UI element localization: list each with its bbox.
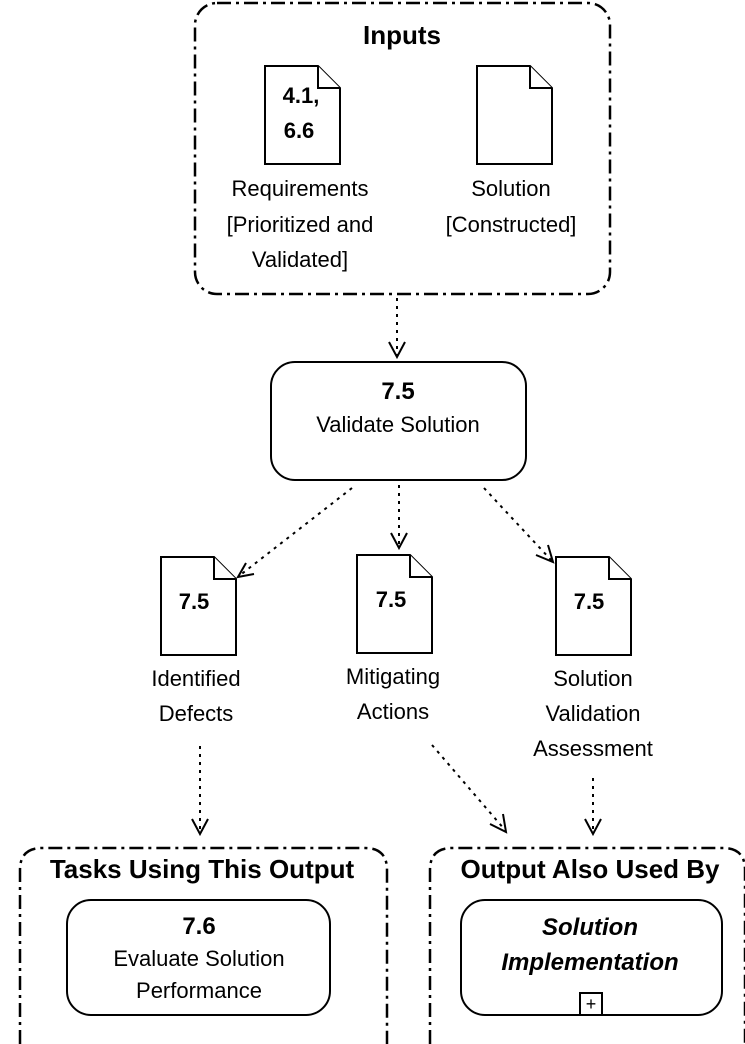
task-name: Validate Solution [316, 412, 480, 437]
inputs-border [193, 1, 612, 296]
solution-implementation-line-1: Solution [542, 914, 638, 941]
defects-label-1: Identified [151, 666, 240, 691]
solution-document-icon[interactable] [476, 65, 553, 165]
arrow-task-to-mitigating [390, 485, 408, 551]
output-solution-validation-assessment: 7.5 Solution Validation Assessment [533, 556, 653, 761]
tasks-using-output-container: Tasks Using This Output 7.6 Evaluate Sol… [18, 846, 389, 1044]
arrow-assessment-to-also-used [584, 778, 602, 837]
solution-implementation-line-2: Implementation [501, 949, 678, 976]
requirements-label-3: Validated] [252, 247, 348, 272]
output-identified-defects: 7.5 Identified Defects [151, 556, 241, 726]
task-number: 7.5 [381, 378, 414, 405]
evaluate-task-line-2: Performance [136, 978, 262, 1003]
evaluate-task-number: 7.6 [182, 913, 215, 940]
assessment-document-icon[interactable]: 7.5 [555, 556, 632, 656]
solution-label-1: Solution [471, 176, 551, 201]
output-also-used-by-border [428, 846, 745, 1044]
defects-doc-ref: 7.5 [179, 589, 210, 614]
solution-implementation-box[interactable]: Solution Implementation + [460, 899, 723, 1016]
arrow-inputs-to-task [388, 298, 406, 360]
arrow-mitigating-to-also-used [431, 744, 508, 834]
defects-label-2: Defects [159, 701, 234, 726]
output-also-used-by-container: Output Also Used By Solution Implementat… [428, 846, 745, 1044]
tasks-using-output-heading: Tasks Using This Output [50, 854, 355, 884]
solution-label-2: [Constructed] [446, 212, 577, 237]
requirements-doc-ref-1: 4.1, [283, 83, 320, 108]
mitigating-label-2: Actions [357, 699, 429, 724]
inputs-container: Inputs 4.1, 6.6 Requirements [Prioritize… [193, 1, 612, 296]
requirements-label-2: [Prioritized and [227, 212, 374, 237]
task-evaluate-solution-performance[interactable]: 7.6 Evaluate Solution Performance [66, 899, 331, 1016]
assessment-doc-ref: 7.5 [574, 589, 605, 614]
tasks-using-output-border [18, 846, 389, 1044]
inputs-heading: Inputs [363, 20, 441, 50]
arrow-task-to-defects [236, 487, 353, 579]
arrow-defects-to-tasks-using [191, 746, 209, 837]
assessment-label-2: Validation [546, 701, 641, 726]
assessment-label-1: Solution [553, 666, 633, 691]
requirements-doc-ref-2: 6.6 [284, 118, 315, 143]
expand-icon[interactable]: + [579, 992, 603, 1016]
output-mitigating-actions: 7.5 Mitigating Actions [346, 554, 440, 724]
mitigating-label-1: Mitigating [346, 664, 440, 689]
mitigating-actions-document-icon[interactable]: 7.5 [356, 554, 433, 654]
output-also-used-by-heading: Output Also Used By [460, 854, 720, 884]
evaluate-task-line-1: Evaluate Solution [113, 946, 284, 971]
requirements-label-1: Requirements [232, 176, 369, 201]
requirements-document-icon[interactable]: 4.1, 6.6 [264, 65, 341, 165]
identified-defects-document-icon[interactable]: 7.5 [160, 556, 237, 656]
mitigating-doc-ref: 7.5 [376, 587, 407, 612]
arrow-task-to-assessment [483, 487, 555, 564]
assessment-label-3: Assessment [533, 736, 653, 761]
expand-symbol: + [586, 994, 597, 1014]
task-validate-solution[interactable]: 7.5 Validate Solution [270, 361, 527, 481]
